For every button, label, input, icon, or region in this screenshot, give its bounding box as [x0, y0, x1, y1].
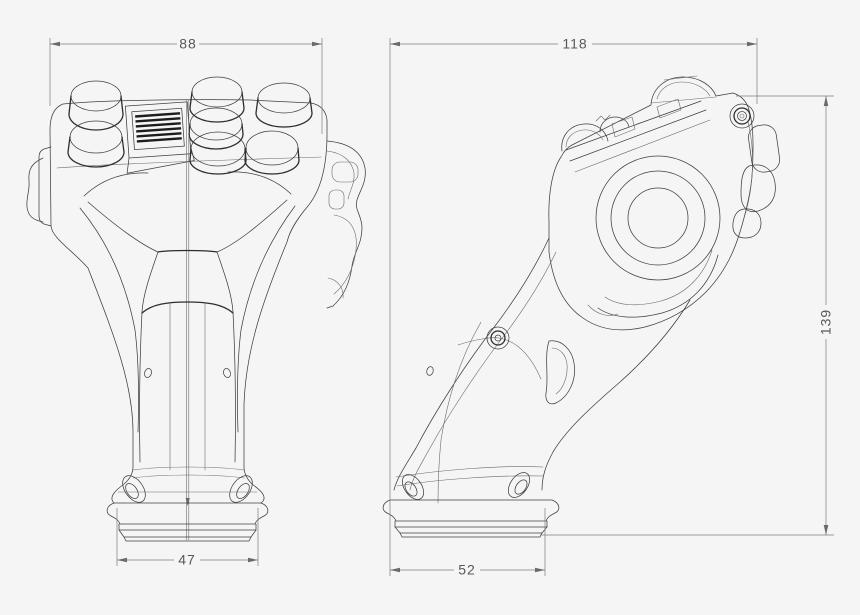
dim-front-base-width-label: 47 — [178, 552, 196, 568]
side-head-outline — [548, 76, 754, 331]
front-pinky-lever — [326, 140, 366, 309]
dim-side-head-width-label: 118 — [562, 36, 587, 52]
front-left-protrusion — [26, 146, 52, 227]
front-screw-hole-left — [144, 368, 152, 378]
dim-side-height: 139 — [540, 95, 834, 536]
front-button-center-top — [189, 76, 245, 123]
front-screw-hole-right — [223, 368, 231, 378]
side-corner-screw — [729, 103, 755, 129]
front-left-shoulder — [83, 172, 149, 197]
front-grip-straps — [79, 199, 296, 471]
front-button-center-bottom — [189, 131, 247, 175]
front-centerline-tick — [185, 498, 190, 506]
side-base-boss-left — [401, 474, 425, 500]
side-base-boss-right — [507, 472, 531, 498]
front-button-right-bottom — [244, 130, 300, 175]
side-view — [382, 75, 781, 538]
front-base-boss-right — [229, 475, 253, 503]
front-hat-switch — [125, 101, 195, 174]
dimension-annotations: 88 118 139 — [49, 36, 834, 578]
front-right-shoulder — [227, 171, 292, 195]
front-view — [26, 76, 366, 542]
front-button-center-middle — [188, 107, 244, 150]
side-base-collar — [382, 499, 560, 538]
side-thumb-boss — [595, 155, 721, 318]
side-top-plate — [565, 98, 711, 173]
dim-front-base-width: 47 — [116, 508, 259, 568]
dim-side-height-label: 139 — [818, 309, 834, 335]
front-base-collar — [106, 491, 269, 542]
front-base-boss-left — [122, 475, 146, 503]
dim-front-head-width-label: 88 — [179, 36, 197, 52]
side-top-buttons — [561, 75, 717, 152]
side-right-tabs — [732, 121, 781, 239]
dim-side-base-width: 52 — [390, 508, 546, 578]
front-button-left-bottom — [67, 120, 125, 168]
side-grip — [393, 237, 691, 504]
front-base-junction — [132, 466, 245, 479]
dim-side-head-width: 118 — [389, 36, 758, 576]
front-button-right-top — [255, 82, 313, 128]
dim-front-head-width: 88 — [49, 36, 323, 134]
front-button-left-top — [68, 80, 124, 131]
dim-side-base-width-label: 52 — [458, 562, 476, 578]
